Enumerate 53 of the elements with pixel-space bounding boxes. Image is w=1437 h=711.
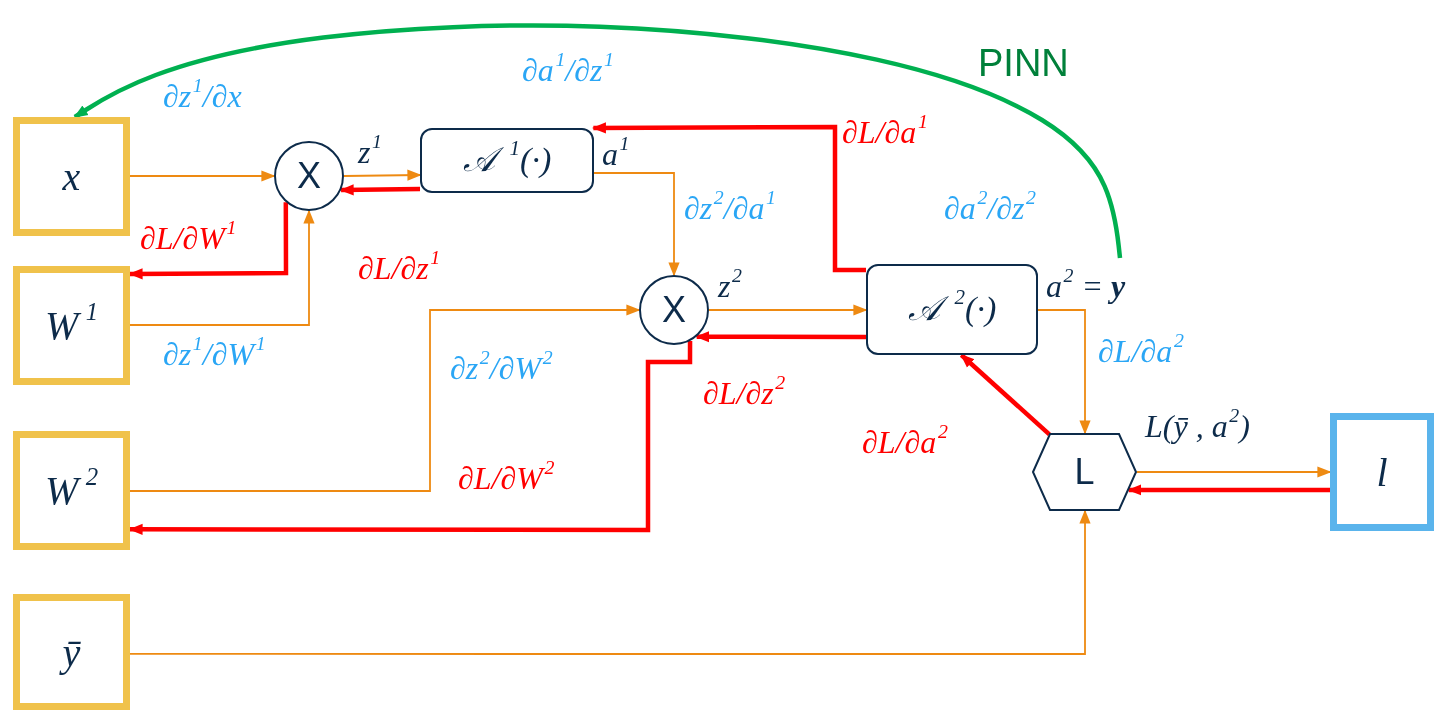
derivative-label: ∂z$^{1}$/∂x [163, 78, 242, 115]
loss-hexagon [1032, 433, 1137, 511]
edge-label: a$^{1}$ [602, 136, 630, 173]
arrow [129, 209, 315, 326]
arrow [1136, 466, 1332, 478]
derivative-label: ∂z$^{2}$/∂W$^{2}$ [450, 350, 553, 387]
arrow [708, 304, 868, 316]
arrow [339, 184, 421, 196]
derivative-label: ∂a$^{1}$/∂z$^{1}$ [522, 52, 614, 89]
arrow [129, 304, 641, 492]
edge-label: ∂L/∂W$^{2}$ [458, 460, 555, 497]
edge-label: ∂L/∂a$^{1}$ [842, 114, 928, 151]
node-label: W$^{2}$ [44, 467, 99, 514]
activation-box [420, 128, 594, 193]
input-box [13, 594, 130, 710]
arrow [591, 122, 866, 273]
node-label: x [62, 153, 81, 200]
node-label: L [1074, 451, 1095, 493]
edge-label: L(ȳ , a$^{2}$) [1145, 408, 1250, 445]
input-box [1330, 413, 1434, 531]
input-box [13, 117, 130, 236]
derivative-label: ∂z$^{2}$/∂a$^{1}$ [684, 190, 776, 227]
arrow [695, 331, 866, 343]
arrow [129, 509, 1091, 655]
derivative-label: ∂a$^{2}$/∂z$^{2}$ [944, 190, 1036, 227]
edge-label: z$^{2}$ [718, 268, 742, 305]
arrow [73, 23, 1123, 259]
input-box [13, 266, 130, 385]
arrow [1037, 309, 1091, 435]
arrow [593, 172, 680, 277]
node-label: 𝒜$^{2}$(·) [907, 290, 997, 329]
node-label: l [1376, 448, 1388, 496]
node-label: 𝒜$^{1}$(·) [462, 141, 552, 180]
input-box [13, 431, 130, 550]
edge-label: z$^{1}$ [358, 134, 382, 171]
arrow [128, 341, 693, 535]
node-label: W$^{1}$ [44, 302, 99, 349]
edge-label: ∂L/∂z$^{1}$ [358, 250, 441, 287]
derivative-label: ∂z$^{1}$/∂W$^{1}$ [163, 336, 266, 373]
node-label: X [297, 155, 321, 197]
derivative-label: ∂L/∂a$^{2}$ [1098, 333, 1184, 370]
arrow [128, 202, 289, 280]
arrow [343, 169, 422, 181]
edge-label: PINN [978, 42, 1069, 86]
edge-label: ∂L/∂z$^{2}$ [703, 375, 786, 412]
edge-label: ∂L/∂a$^{2}$ [862, 424, 948, 461]
node-label: X [662, 289, 686, 331]
arrow [1127, 484, 1330, 496]
arrow [129, 170, 276, 182]
arrow [959, 353, 1051, 437]
edge-label: a$^{2}$ = y [1046, 268, 1126, 305]
activation-box [866, 264, 1038, 355]
edge-label: ∂L/∂W$^{1}$ [140, 220, 237, 257]
